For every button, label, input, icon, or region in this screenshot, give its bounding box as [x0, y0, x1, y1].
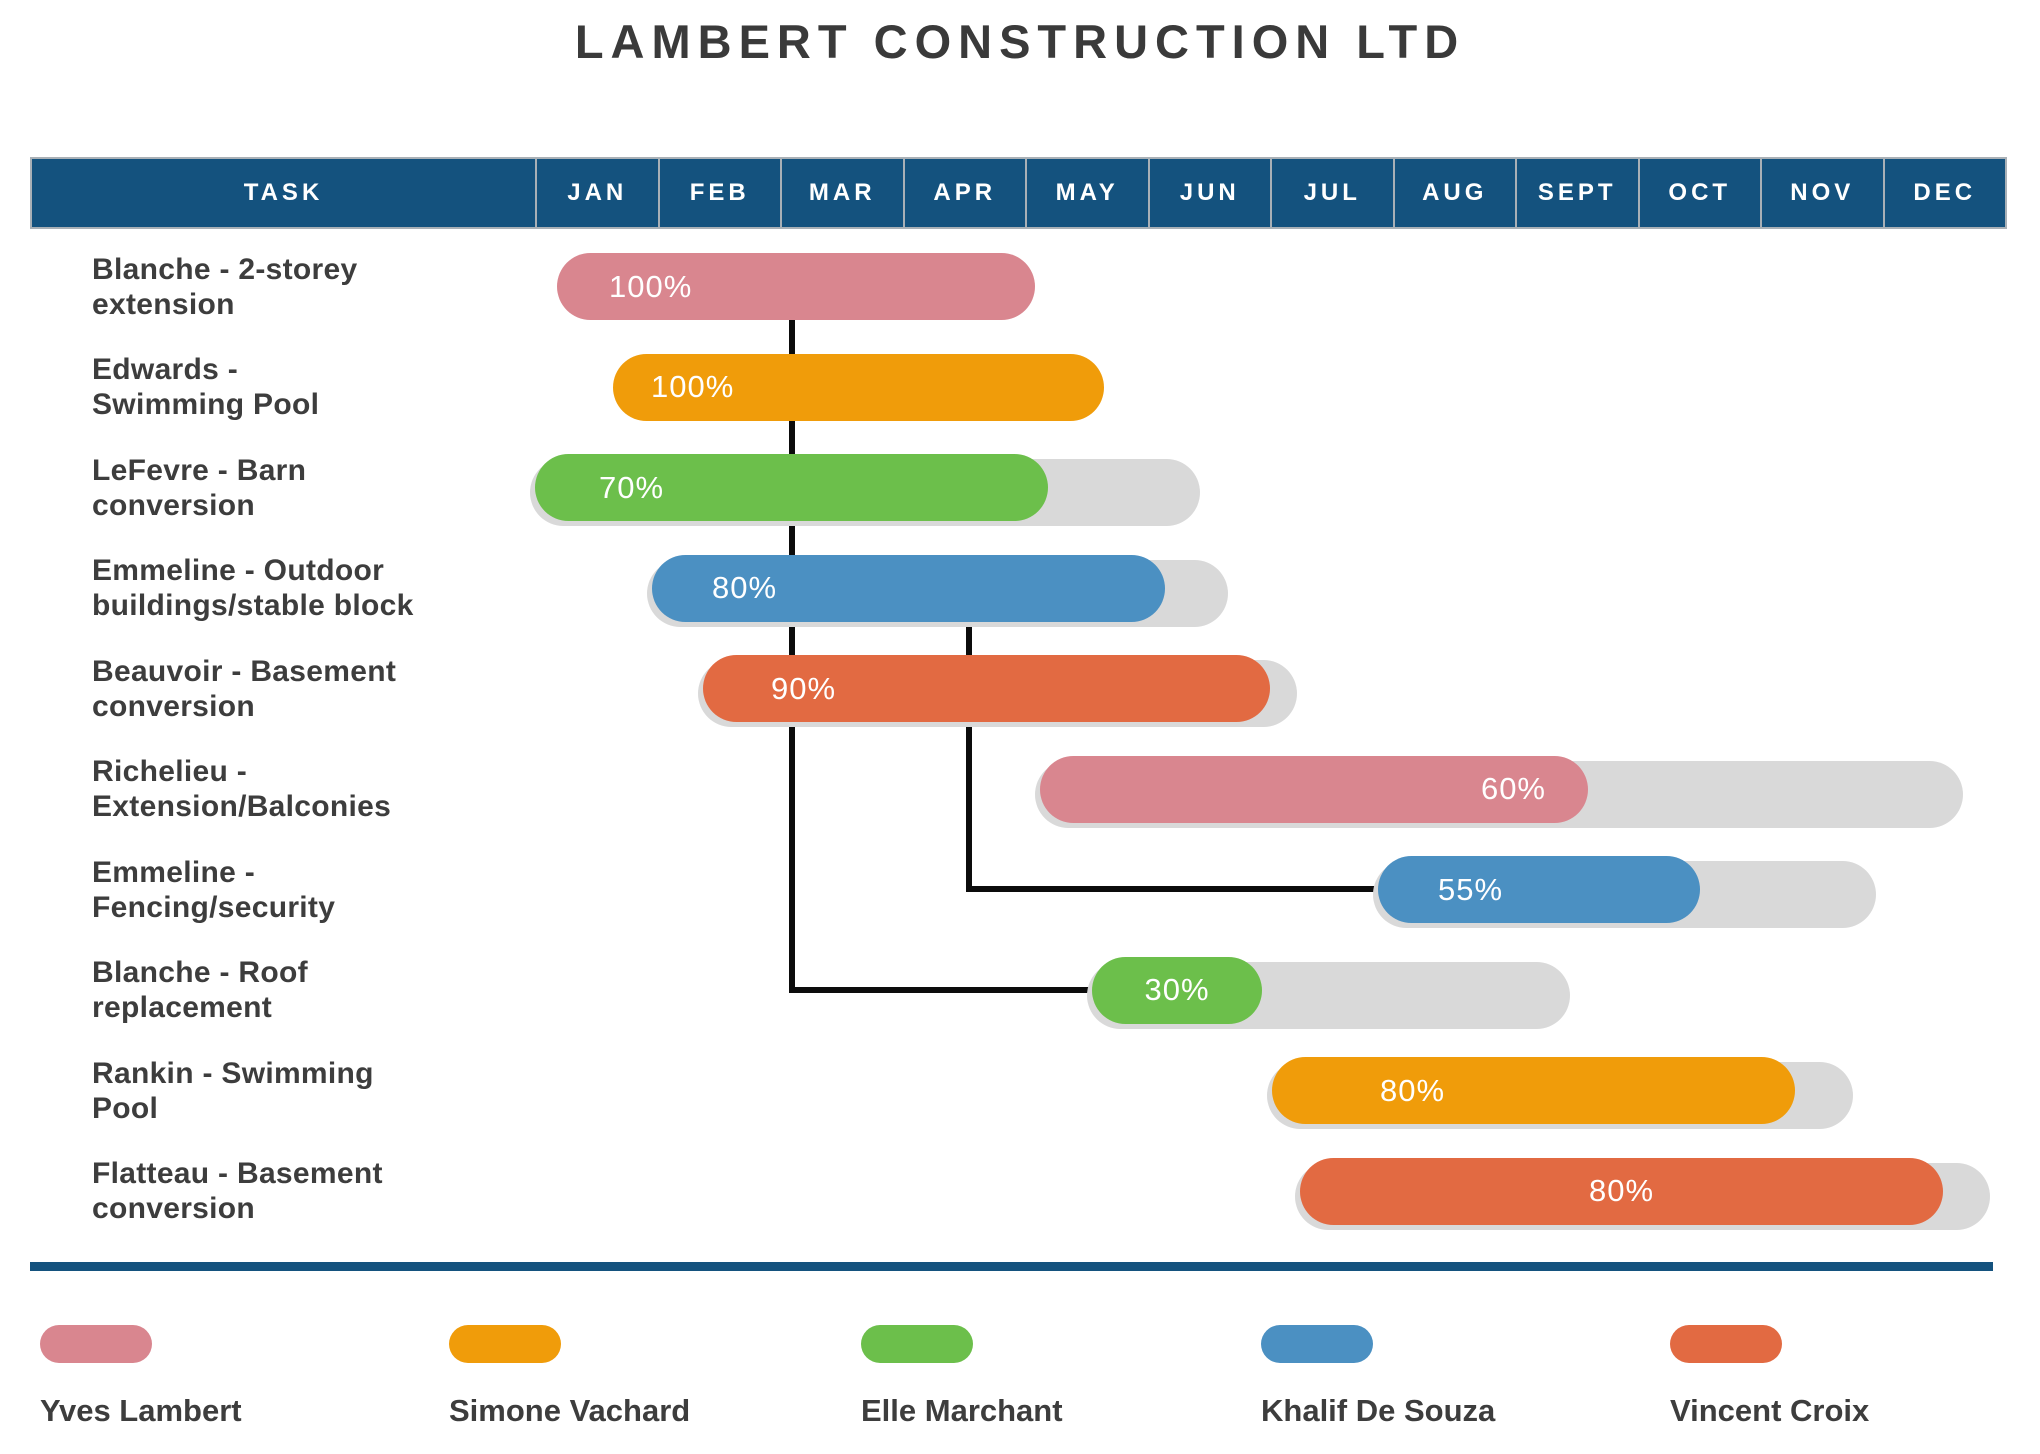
month-cell-dec: DEC	[1884, 159, 2005, 227]
percent-label: 80%	[1380, 1072, 1446, 1108]
task-label: Edwards -Swimming Pool	[92, 352, 532, 422]
task-label-line: conversion	[92, 1192, 256, 1225]
month-cell-feb: FEB	[659, 159, 780, 227]
task-label-line: extension	[92, 287, 235, 321]
legend-item: Elle Marchant	[861, 1325, 1063, 1429]
month-cell-oct: OCT	[1639, 159, 1760, 227]
month-cell-may: MAY	[1027, 159, 1148, 227]
task-label-line: replacement	[92, 991, 273, 1024]
month-cell-aug: AUG	[1394, 159, 1515, 227]
legend-swatch	[449, 1325, 561, 1363]
divider-rule	[30, 1262, 1993, 1271]
task-row: Emmeline -Fencing/security 55%	[0, 855, 2040, 928]
percent-label: 80%	[712, 570, 778, 605]
task-label-line: Blanche - Roof	[92, 956, 308, 989]
task-label-line: Emmeline - Outdoor	[92, 554, 385, 587]
percent-label: 55%	[1438, 871, 1504, 907]
task-row: Richelieu -Extension/Balconies 60%	[0, 754, 2040, 828]
task-label-line: buildings/stable block	[92, 589, 414, 622]
percent-label: 100%	[609, 268, 693, 304]
legend-item: Khalif De Souza	[1261, 1325, 1495, 1429]
legend-label: Elle Marchant	[861, 1393, 1063, 1428]
legend-swatch	[1261, 1325, 1373, 1363]
month-cell-jun: JUN	[1149, 159, 1270, 227]
percent-label: 100%	[651, 369, 735, 404]
page-title: LAMBERT CONSTRUCTION LTD	[574, 15, 1466, 68]
task-label: Richelieu -Extension/Balconies	[92, 754, 532, 824]
task-label-line: Beauvoir - Basement	[92, 654, 397, 688]
legend-label: Khalif De Souza	[1261, 1393, 1496, 1428]
progress-bar: 90%	[703, 655, 1270, 722]
progress-bar: 100%	[613, 353, 1104, 421]
legend-item: Vincent Croix	[1670, 1325, 1869, 1429]
legend-item: Simone Vachard	[449, 1325, 690, 1429]
legend-swatch	[40, 1325, 152, 1363]
month-cell-mar: MAR	[782, 159, 903, 227]
task-label-line: Swimming Pool	[92, 388, 320, 421]
task-label-line: Flatteau - Basement	[92, 1157, 383, 1190]
task-label-line: conversion	[92, 689, 256, 723]
percent-label: 60%	[1480, 771, 1546, 806]
dependency-connector-vertical	[966, 621, 972, 892]
month-cell-jan: JAN	[537, 159, 658, 227]
month-cell-nov: NOV	[1762, 159, 1883, 227]
task-column-header: TASK	[32, 159, 535, 227]
task-label-line: Pool	[92, 1091, 159, 1125]
task-label-line: Edwards -	[92, 353, 239, 386]
progress-bar: 80%	[1300, 1157, 1943, 1225]
task-label-line: conversion	[92, 488, 256, 522]
progress-bar: 80%	[652, 554, 1165, 622]
percent-label: 80%	[1588, 1173, 1655, 1208]
progress-bar: 70%	[535, 454, 1048, 521]
task-label-line: Fencing/security	[92, 890, 336, 924]
legend-label: Simone Vachard	[449, 1393, 691, 1428]
month-cell-sept: SEPT	[1517, 159, 1638, 227]
percent-label: 90%	[771, 670, 837, 706]
legend-swatch	[861, 1325, 973, 1363]
task-row: Edwards -Swimming Pool 100%	[0, 352, 2040, 422]
task-label-line: Extension/Balconies	[92, 790, 392, 823]
task-label-line: Richelieu -	[92, 755, 247, 788]
legend-swatch	[1670, 1325, 1782, 1363]
percent-label: 30%	[1144, 972, 1210, 1007]
task-label-line: Emmeline -	[92, 855, 256, 889]
task-label: Emmeline -Fencing/security	[92, 855, 532, 925]
month-cell-apr: APR	[904, 159, 1025, 227]
month-cell-jul: JUL	[1272, 159, 1393, 227]
progress-bar: 80%	[1272, 1057, 1795, 1124]
progress-bar: 30%	[1092, 956, 1262, 1024]
dependency-connector-horizontal	[966, 886, 1381, 892]
task-label-line: Blanche - 2-storey	[92, 252, 358, 286]
legend-item: Yves Lambert	[40, 1325, 242, 1429]
progress-bar: 100%	[557, 253, 1035, 320]
dependency-connector-horizontal	[789, 987, 1095, 993]
progress-bar: 60%	[1040, 755, 1588, 823]
task-label-line: Rankin - Swimming	[92, 1056, 374, 1090]
legend-label: Vincent Croix	[1670, 1393, 1870, 1428]
percent-label: 70%	[599, 469, 665, 505]
legend-label: Yves Lambert	[40, 1393, 242, 1428]
progress-bar: 55%	[1378, 856, 1700, 923]
task-label-line: LeFevre - Barn	[92, 453, 307, 487]
